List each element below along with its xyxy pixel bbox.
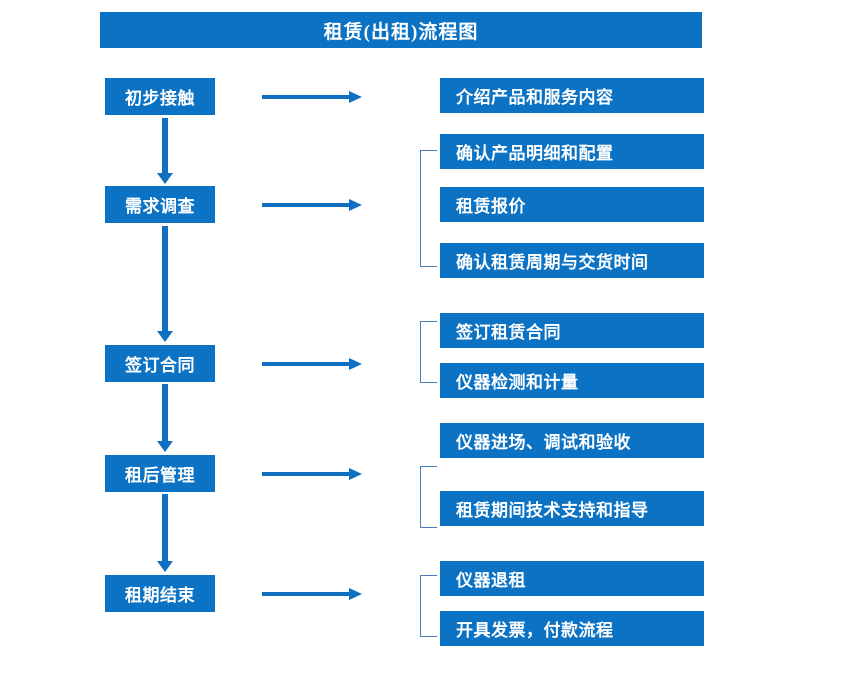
detail-box-sign-rental-contract[interactable]: 签订租赁合同 [440,313,704,348]
detail-label: 介绍产品和服务内容 [456,88,614,107]
horizontal-arrow-stage-5-icon [262,587,362,601]
stage-label: 初步接触 [125,89,195,108]
detail-box-instrument-inspection[interactable]: 仪器检测和计量 [440,363,704,398]
stage-box-sign-contract[interactable]: 签订合同 [105,345,215,382]
detail-box-invoice-payment[interactable]: 开具发票，付款流程 [440,611,704,646]
vertical-arrow-4-to-5-icon [156,494,174,572]
stage-label: 需求调查 [125,197,195,216]
detail-label: 确认租赁周期与交货时间 [456,253,649,272]
diagram-title-text: 租赁(出租)流程图 [323,21,479,43]
detail-label: 确认产品明细和配置 [456,144,614,163]
stage-label: 租后管理 [125,466,195,485]
detail-label: 仪器退租 [456,571,526,590]
stage-box-demand-survey[interactable]: 需求调查 [105,186,215,223]
group-bracket-stage-4-icon [420,466,437,528]
horizontal-arrow-stage-4-icon [262,467,362,481]
vertical-arrow-1-to-2-icon [156,118,174,184]
detail-label: 租赁报价 [456,197,526,216]
group-bracket-stage-5-icon [420,575,437,637]
detail-label: 租赁期间技术支持和指导 [456,501,649,520]
detail-box-rental-quotation[interactable]: 租赁报价 [440,187,704,222]
detail-label: 仪器检测和计量 [456,373,579,392]
detail-label: 签订租赁合同 [456,323,561,342]
detail-box-confirm-product-spec[interactable]: 确认产品明细和配置 [440,134,704,169]
stage-box-initial-contact[interactable]: 初步接触 [105,78,215,115]
horizontal-arrow-stage-2-icon [262,198,362,212]
group-bracket-stage-2-icon [420,150,437,267]
vertical-arrow-2-to-3-icon [156,226,174,342]
horizontal-arrow-stage-1-icon [262,90,362,104]
diagram-title-bar: 租赁(出租)流程图 [100,12,702,48]
detail-label: 开具发票，付款流程 [456,621,614,640]
detail-box-technical-support[interactable]: 租赁期间技术支持和指导 [440,491,704,526]
group-bracket-stage-3-icon [420,321,437,383]
stage-label: 签订合同 [125,356,195,375]
horizontal-arrow-stage-3-icon [262,357,362,371]
vertical-arrow-3-to-4-icon [156,384,174,452]
detail-box-instrument-entry-commissioning[interactable]: 仪器进场、调试和验收 [440,423,704,458]
detail-box-instrument-return[interactable]: 仪器退租 [440,561,704,596]
stage-label: 租期结束 [125,586,195,605]
detail-box-introduce-products[interactable]: 介绍产品和服务内容 [440,78,704,113]
stage-box-rental-end[interactable]: 租期结束 [105,575,215,612]
detail-box-confirm-period-delivery[interactable]: 确认租赁周期与交货时间 [440,243,704,278]
stage-box-post-rental-management[interactable]: 租后管理 [105,455,215,492]
detail-label: 仪器进场、调试和验收 [456,433,631,452]
